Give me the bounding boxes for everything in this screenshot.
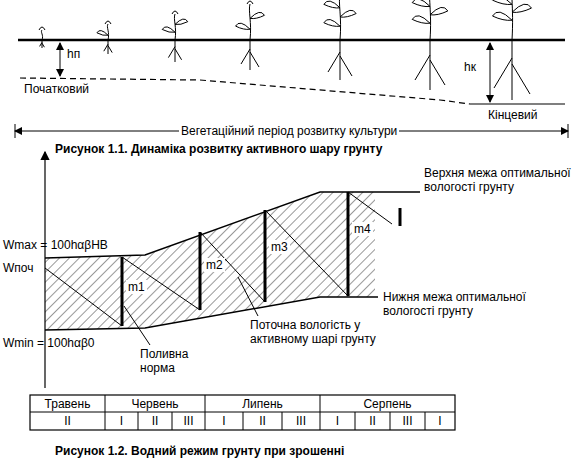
table-cell: Травень [30,397,105,411]
axis-value: Wпоч [3,261,34,275]
table-cell: Серпень [320,397,455,411]
table-cell: I [425,414,455,428]
table-cell: II [30,414,105,428]
table-cell: Червень [105,397,205,411]
callout-label: Поливна норма [140,347,200,375]
axis-value: Wmin = 100hαβ0 [3,336,95,350]
plant [162,11,188,62]
table-cell: III [390,414,425,428]
irrigation-norm-label: m4 [352,222,373,236]
stage-label: Початковий [24,82,89,96]
plant [97,21,112,54]
table-cell: I [205,414,243,428]
table-cell: III [282,414,320,428]
table-cell: II [243,414,282,428]
bound-label: Верхня межа оптимальної вологості грунту [424,166,574,194]
plant [236,1,265,70]
plant [493,0,532,100]
soil-profile [15,40,568,138]
plant [39,27,45,48]
figure-caption: Рисунок 1.1. Динаміка розвитку активного… [55,142,382,156]
table-cell: Липень [205,397,320,411]
period-label: Вегетаційний період розвитку культури [179,124,399,138]
bound-label: Нижня межа оптимальної вологості грунту [383,290,573,318]
table-cell: I [105,414,138,428]
irrigation-norm-label: m1 [126,280,147,294]
irrigation-norm-label: m3 [269,240,290,254]
table-cell: I [320,414,355,428]
axis-value: Wmax = 100hαβНВ [3,238,108,252]
table-cell: II [138,414,172,428]
dimension-label: hп [65,47,82,61]
plant [412,0,448,90]
callout-label: Поточна вологість у активному шарі грунт… [250,318,400,346]
irrigation-norm-label: m2 [204,258,225,272]
figure-caption: Рисунок 1.2. Водний режим грунту при зро… [55,444,344,458]
dimension-label: hк [462,60,478,74]
stage-label: Кінцевий [488,108,537,122]
table-cell: II [355,414,390,428]
plant [324,0,356,80]
plant-drawings [39,0,531,100]
table-cell: III [172,414,205,428]
